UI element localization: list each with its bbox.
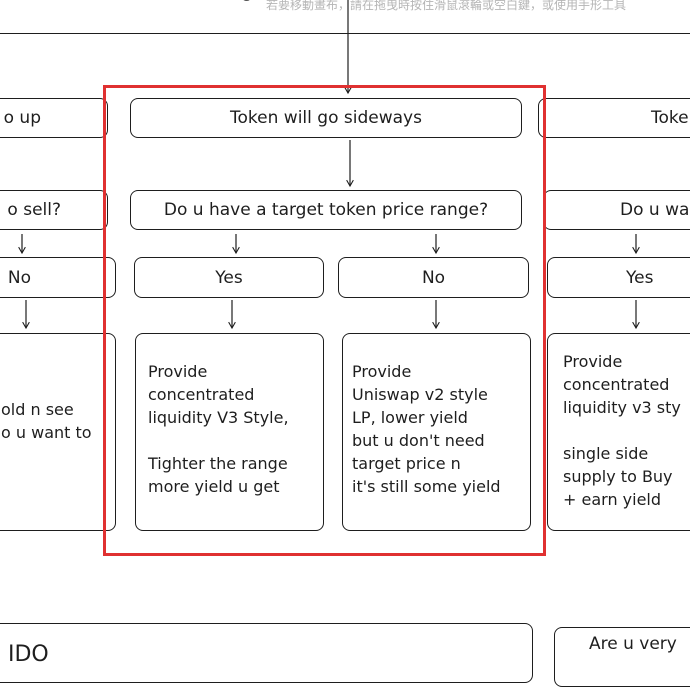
canvas-hint: 若要移動畫布，請在拖曳時按住滑鼠滾輪或空白鍵，或使用手形工具: [266, 0, 627, 12]
right-detail-line: + earn yield: [563, 490, 662, 509]
left-question-node[interactable]: o sell?: [0, 190, 108, 230]
no-detail-line: it's still some yield: [352, 477, 501, 496]
divider-line: [0, 33, 690, 34]
right-heading-node[interactable]: Toke: [538, 98, 690, 138]
no-detail-node[interactable]: Provide Uniswap v2 style LP, lower yield…: [342, 333, 531, 531]
yes-detail-line: liquidity V3 Style,: [148, 408, 289, 427]
yes-answer-node[interactable]: Yes: [134, 257, 324, 298]
yes-detail-line: Provide: [148, 362, 208, 381]
right-heading-label: Toke: [651, 108, 689, 128]
right-detail-node[interactable]: Provide concentrated liquidity v3 sty si…: [547, 333, 690, 531]
right-detail-line: concentrated: [563, 375, 670, 394]
no-detail-line: Provide: [352, 362, 412, 381]
no-answer-node[interactable]: No: [338, 257, 529, 298]
left-answer-label: No: [7, 267, 31, 288]
sideways-heading-label: Token will go sideways: [230, 108, 422, 128]
right-detail-line: liquidity v3 sty: [563, 398, 681, 417]
right-detail-line: single side: [563, 444, 649, 463]
left-detail-line: old n see: [1, 400, 74, 419]
yes-detail-line: more yield u get: [148, 477, 280, 496]
no-detail-line: but u don't need: [352, 431, 485, 450]
target-range-question-node[interactable]: Do u have a target token price range?: [130, 190, 522, 230]
target-range-question-label: Do u have a target token price range?: [163, 200, 489, 220]
yes-answer-label: Yes: [215, 267, 243, 288]
yes-detail-node[interactable]: Provide concentrated liquidity V3 Style,…: [135, 333, 324, 531]
no-answer-label: No: [421, 267, 446, 288]
no-detail-line: target price n: [352, 454, 461, 473]
left-question-label: o sell?: [7, 200, 61, 220]
connector-arrows: [18, 0, 640, 330]
left-detail-node[interactable]: old n see o u want to: [0, 333, 116, 531]
left-detail-line: o u want to: [1, 423, 92, 442]
right-question-label: Do u wa: [620, 200, 690, 220]
left-answer-node[interactable]: No: [0, 257, 116, 298]
no-detail-line: Uniswap v2 style: [352, 385, 488, 404]
right-detail-line: supply to Buy: [563, 467, 673, 486]
right-answer-label: Yes: [626, 267, 654, 288]
sideways-heading-node[interactable]: Token will go sideways: [130, 98, 522, 138]
right-question-node[interactable]: Do u wa: [543, 190, 690, 230]
right-answer-node[interactable]: Yes: [547, 257, 690, 298]
bottom-right-label: Are u very: [589, 634, 677, 654]
no-detail-line: LP, lower yield: [352, 408, 468, 427]
right-detail-line: Provide: [563, 352, 623, 371]
left-heading-node[interactable]: o up: [0, 98, 108, 138]
yes-detail-line: concentrated: [148, 385, 255, 404]
left-heading-label: o up: [3, 108, 41, 128]
selection-highlight-frame: [103, 85, 546, 556]
yes-detail-line: Tighter the range: [148, 454, 288, 473]
